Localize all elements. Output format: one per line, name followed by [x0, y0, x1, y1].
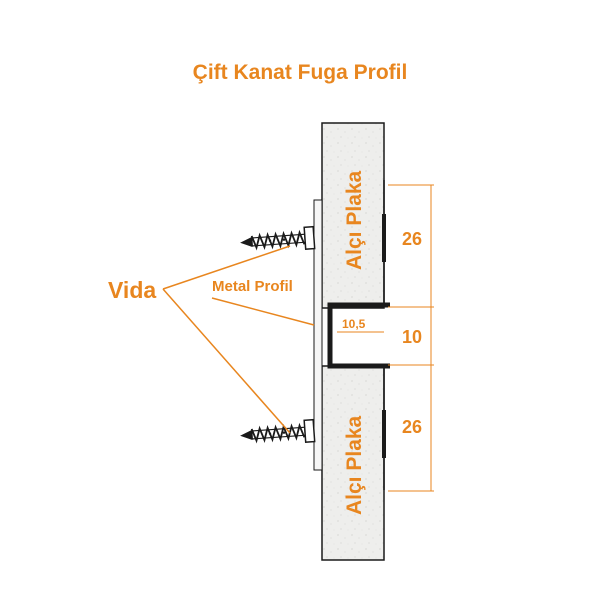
upper-board-label: Alçı Plaka [343, 170, 366, 270]
diagram-title: Çift Kanat Fuga Profil [193, 61, 408, 84]
lower-board-label: Alçı Plaka [343, 415, 366, 515]
metal-profile [313, 180, 390, 490]
profile-callout-label: Metal Profil [212, 278, 293, 295]
screw-callout-label: Vida [108, 277, 156, 303]
gap-height-dimension: 10 [402, 327, 422, 347]
upper-board-dimension: 26 [402, 229, 422, 249]
lower-screw-icon [240, 418, 316, 444]
dimension-lines [337, 184, 434, 492]
upper-screw-icon [240, 225, 316, 251]
lower-gypsum-board [321, 365, 385, 561]
callout-leaders [162, 245, 315, 434]
upper-gypsum-board [321, 122, 385, 309]
lower-board-dimension: 26 [402, 417, 422, 437]
gap-width-dimension: 10,5 [342, 317, 366, 331]
